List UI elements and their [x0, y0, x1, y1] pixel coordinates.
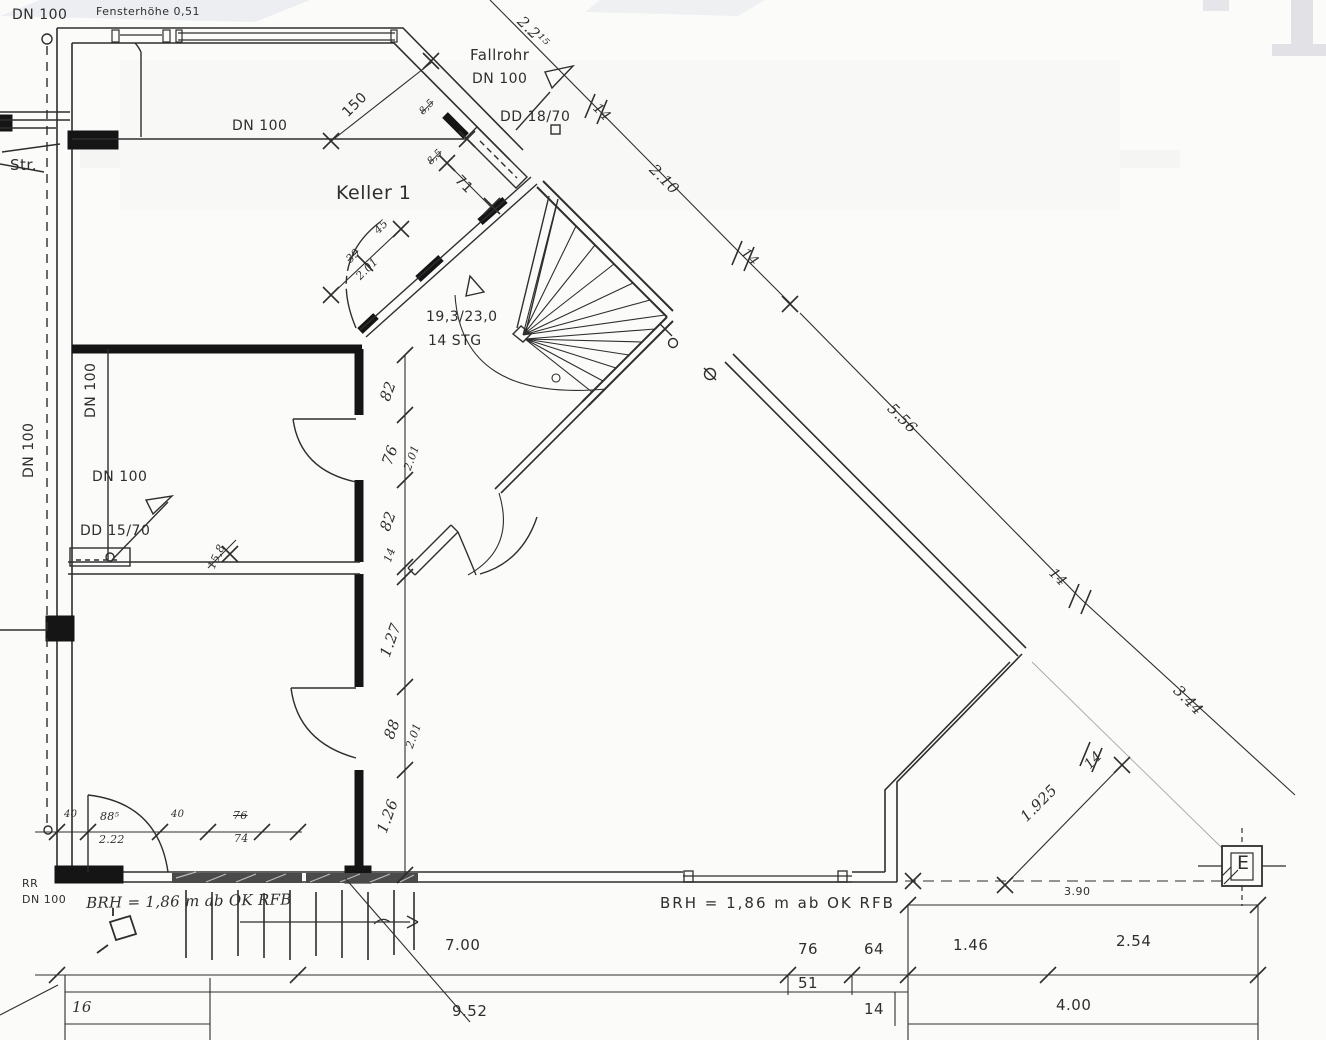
- dim-label-40a: 40: [64, 809, 78, 820]
- shaft-symbol: [96, 908, 138, 954]
- dim-label-400: 4.00: [1056, 996, 1092, 1014]
- flow-arrow-icon-top: [544, 64, 576, 90]
- pipes: [0, 33, 576, 835]
- label-dn100-wall: DN 100: [83, 362, 99, 418]
- scan-artifacts: [0, 0, 1326, 210]
- door-swing-room1: [292, 418, 357, 483]
- dim-label-16: 16: [72, 998, 92, 1016]
- label-stair-ratio: 19,3/23,0: [426, 309, 498, 325]
- dim-label-700: 7.00: [445, 936, 481, 954]
- label-dd-15-70: DD 15/70: [80, 523, 151, 539]
- label-fallrohr-dn: DN 100: [472, 71, 528, 87]
- door-leaf-corridor: [407, 524, 459, 576]
- dimension-lines: [0, 0, 1296, 1040]
- interior-thick-walls: [0, 112, 508, 884]
- dim-1925: [1004, 764, 1123, 886]
- dim-label-254: 2.54: [1116, 932, 1152, 950]
- label-room-keller1: Keller 1: [336, 182, 412, 204]
- dim-label-952: 9.52: [452, 1002, 488, 1020]
- label-str: Str.: [10, 156, 37, 174]
- e-box-symbol: [1198, 828, 1286, 906]
- flow-arrow-line-left: [111, 501, 169, 561]
- label-e-box: E: [1237, 852, 1250, 874]
- label-dn100-shaft: DN 100: [21, 422, 37, 478]
- label-stair-count: 14 STG: [428, 333, 482, 349]
- dim-158: [207, 539, 237, 569]
- dim-label-b14: 14: [864, 1000, 885, 1018]
- doors: [87, 221, 538, 873]
- dim-label-74: 74: [234, 832, 249, 845]
- label-dd-18-70: DD 18/70: [500, 109, 571, 125]
- door-swing-bottom-left: [87, 794, 169, 873]
- leader-diagonal: [344, 877, 471, 1023]
- label-brh-right: BRH = 1,86 m ab OK RFB: [660, 894, 895, 912]
- dim-label-40b: 40: [171, 809, 185, 820]
- window-band-top: [111, 29, 398, 43]
- dim-label-b64: 64: [864, 940, 885, 958]
- interior-walls: [68, 176, 538, 575]
- door-swing-keller1: [345, 221, 381, 329]
- entry-posts: [659, 323, 717, 381]
- label-brh-left: BRH = 1,86 m ab OK RFB: [85, 890, 292, 912]
- label-dn100-top: DN 100: [232, 118, 288, 134]
- dim-label-b76: 76: [798, 940, 819, 958]
- light-well-grate: [185, 890, 419, 960]
- label-rr-dn100: DN 100: [22, 893, 67, 906]
- label-dn100-topleft: DN 100: [12, 7, 68, 23]
- window-band-bottom: [172, 870, 852, 883]
- door-swing-room2: [290, 687, 357, 759]
- dim-label-76s: 76: [233, 809, 248, 822]
- dim-label-390: 3.90: [1064, 885, 1091, 898]
- dim-keller-door: [329, 227, 403, 297]
- dim-label-222: 2.22: [99, 833, 125, 846]
- diagonal-dim-chain: [489, 0, 1296, 796]
- door-swing-hall: [479, 516, 538, 575]
- label-rr: RR: [22, 877, 39, 890]
- dim-label-146: 1.46: [953, 936, 989, 954]
- label-fensterhoehe: Fensterhöhe 0,51: [96, 5, 201, 18]
- stair-direction-arrow-icon: [465, 274, 486, 297]
- flow-arrow-icon-left: [144, 494, 175, 516]
- dim-label-51: 51: [798, 974, 819, 992]
- dim-150: [329, 61, 433, 143]
- label-dn100-mid: DN 100: [92, 469, 148, 485]
- stair: [454, 195, 666, 393]
- dim-label-885: 88⁵: [100, 810, 120, 823]
- window-diagonal-wall: [465, 124, 561, 189]
- flow-arrow-line-top: [515, 91, 551, 131]
- label-fallrohr: Fallrohr: [470, 46, 530, 64]
- dimension-ticks: [48, 52, 1267, 984]
